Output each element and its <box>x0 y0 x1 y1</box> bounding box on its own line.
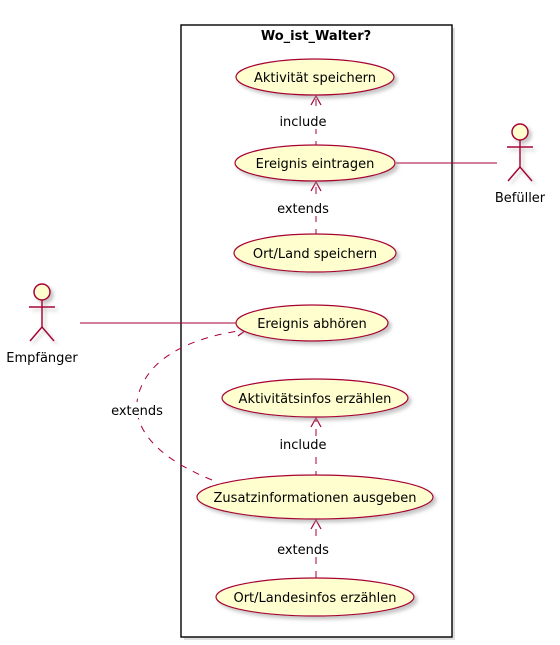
usecase-label: Ort/Land speichern <box>253 247 377 262</box>
usecase-aktivitaetsinfos-erzaehlen[interactable]: Aktivitätsinfos erzählen <box>221 378 409 418</box>
usecase-ort-land-speichern[interactable]: Ort/Land speichern <box>233 233 397 273</box>
usecase-label: Aktivität speichern <box>254 71 376 86</box>
relation-labels: include extends include extends extends <box>110 113 331 558</box>
include-label-1: include <box>279 115 326 130</box>
usecase-label: Ort/Landesinfos erzählen <box>233 591 396 606</box>
usecase-label: Ereignis eintragen <box>256 157 375 172</box>
arrowhead-icon <box>310 416 322 428</box>
actor-label: Empfänger <box>6 351 78 366</box>
actor-icon <box>29 283 55 342</box>
usecase-label: Ereignis abhören <box>257 317 367 332</box>
actor-icon <box>507 123 533 182</box>
usecase-aktivitaet-speichern[interactable]: Aktivität speichern <box>235 58 395 96</box>
usecase-zusatzinformationen-ausgeben[interactable]: Zusatzinformationen ausgeben <box>196 474 434 520</box>
extends-label-3: extends <box>277 543 329 558</box>
extends-label-1: extends <box>277 202 329 217</box>
usecase-ereignis-abhoeren[interactable]: Ereignis abhören <box>235 304 389 342</box>
system-title: Wo_ist_Walter? <box>261 29 371 44</box>
actor-empfaenger[interactable]: Empfänger <box>6 283 78 366</box>
extends-line-2 <box>136 329 247 481</box>
usecase-ereignis-eintragen[interactable]: Ereignis eintragen <box>234 144 396 182</box>
include-label-2: include <box>279 438 326 453</box>
arrowhead-icon <box>310 180 322 192</box>
relations <box>80 94 497 578</box>
arrowhead-icon <box>310 518 322 530</box>
usecase-label: Aktivitätsinfos erzählen <box>239 392 392 407</box>
usecase-label: Zusatzinformationen ausgeben <box>214 491 417 506</box>
arrowhead-icon <box>310 94 322 106</box>
usecase-ort-landesinfos-erzaehlen[interactable]: Ort/Landesinfos erzählen <box>215 577 415 617</box>
actor-label: Befüller <box>495 191 546 206</box>
extends-label-2: extends <box>111 404 163 419</box>
actor-befueller[interactable]: Befüller <box>495 123 546 206</box>
use-cases: Aktivität speichern Ereignis eintragen O… <box>196 58 434 617</box>
